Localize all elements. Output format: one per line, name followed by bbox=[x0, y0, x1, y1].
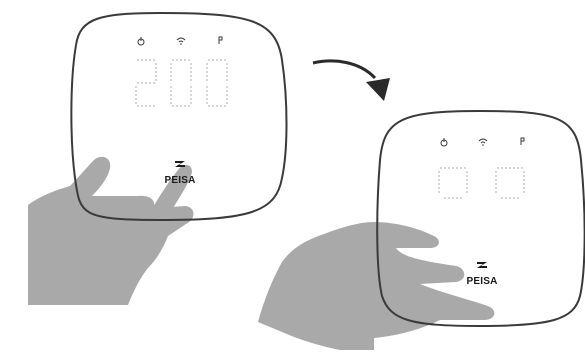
left-wifi-icon bbox=[177, 38, 185, 45]
right-blank-digit-2 bbox=[495, 167, 525, 199]
left-pointing-finger bbox=[152, 165, 192, 210]
left-brand-label: PEISA bbox=[150, 175, 210, 186]
left-flame-icon bbox=[219, 37, 222, 44]
digit-0-first bbox=[170, 59, 192, 107]
right-device bbox=[258, 111, 585, 350]
right-blank-digit-1 bbox=[438, 167, 468, 199]
digit-0-second bbox=[206, 59, 228, 107]
right-segment-display bbox=[438, 167, 525, 199]
digit-2 bbox=[135, 59, 157, 107]
left-power-icon bbox=[138, 37, 144, 45]
transition-arrow bbox=[313, 61, 390, 101]
left-segment-display bbox=[135, 59, 228, 107]
right-power-icon bbox=[441, 138, 447, 146]
left-peisa-logo-icon bbox=[175, 161, 185, 167]
right-peisa-logo-icon bbox=[477, 262, 487, 268]
left-device bbox=[28, 13, 287, 305]
right-brand-label: PEISA bbox=[452, 276, 512, 287]
right-flame-icon bbox=[521, 138, 524, 145]
right-wifi-icon bbox=[479, 139, 487, 146]
